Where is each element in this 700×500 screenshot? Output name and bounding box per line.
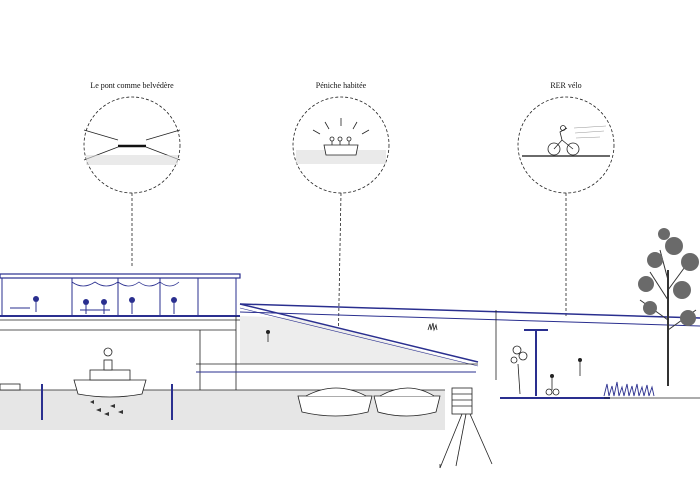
grass-tuft xyxy=(427,322,438,332)
fish-group xyxy=(90,400,123,416)
callout-bike-lane: RER vélo xyxy=(517,81,615,318)
cyclist-small-icon xyxy=(545,374,560,396)
houseboat-icon xyxy=(296,118,386,164)
callout-circle-bike xyxy=(517,96,615,194)
callout-label-houseboat: Péniche habitée xyxy=(316,81,367,90)
bridge-pier xyxy=(439,387,493,469)
tree xyxy=(638,228,699,386)
pedestrian-icon xyxy=(578,358,582,376)
cyclist-icon xyxy=(522,125,610,157)
callout-label-bridge: Le pont comme belvédère xyxy=(90,81,174,90)
bridge-deck xyxy=(239,303,700,380)
houseboats xyxy=(297,387,441,417)
central-embankment xyxy=(196,303,479,373)
person-icon xyxy=(266,330,270,342)
reeds xyxy=(603,381,700,399)
balloons xyxy=(510,345,528,395)
callout-label-bike: RER vélo xyxy=(550,81,581,90)
pavilion-structure xyxy=(0,273,241,321)
bike-lane-area xyxy=(500,329,610,399)
moored-boat-left xyxy=(73,347,147,398)
bridge-belvedere-icon xyxy=(83,129,181,165)
diners xyxy=(10,296,177,314)
lower-quay xyxy=(0,316,237,420)
callout-bridge-belvedere: Le pont comme belvédère xyxy=(83,81,181,268)
callout-houseboat: Péniche habitée xyxy=(292,81,390,356)
